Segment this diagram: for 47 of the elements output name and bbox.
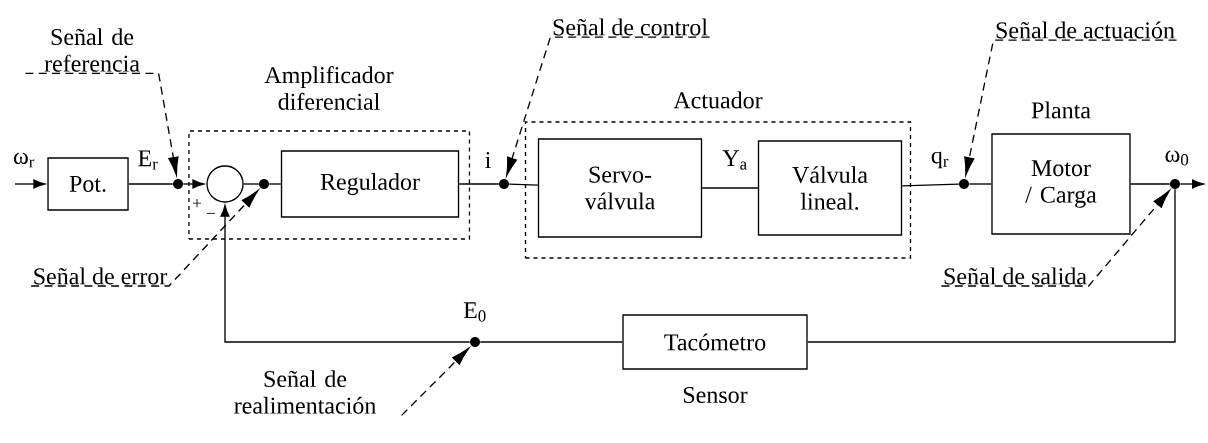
leader-line <box>30 190 259 287</box>
leader-line <box>940 190 1170 287</box>
signal-line <box>128 183 174 185</box>
sign-label: − <box>207 212 216 214</box>
leader-line <box>506 36 711 176</box>
leader-line <box>400 347 470 417</box>
sign-label: + <box>193 199 202 208</box>
signal-label: i <box>485 152 491 168</box>
callout-text: Señal de error <box>34 267 168 285</box>
block-box: Tacómetro <box>622 314 808 370</box>
signal-label: ω$_{r}$ <box>13 152 35 168</box>
signal-label: q$_{r}$ <box>931 151 949 169</box>
signal-arrow <box>220 204 471 343</box>
signal-line <box>807 188 1176 343</box>
signal-line <box>479 341 623 343</box>
block-box: Válvula lineal. <box>757 140 903 236</box>
callout-text: Señal de salida <box>944 267 1087 285</box>
signal-label: Y$_{a}$ <box>722 150 747 170</box>
group-heading: Actuador <box>673 91 763 109</box>
summing-circle <box>206 165 244 203</box>
group-heading: Amplificador diferencial <box>264 66 394 110</box>
block-box: Motor / Carga <box>991 133 1131 235</box>
callout-text: Señal de referencia <box>44 28 140 72</box>
leader-line <box>964 39 1178 176</box>
signal-line <box>508 183 539 186</box>
signal-line <box>968 183 992 185</box>
signal-label: E$_{r}$ <box>138 150 158 170</box>
signal-line <box>458 183 500 185</box>
signal-arrow <box>182 179 205 189</box>
callout-text: Señal de control <box>553 18 708 36</box>
signal-label: E$_{0}$ <box>463 302 486 322</box>
block-box: Servo- válvula <box>537 138 703 238</box>
block-heading: Planta <box>1031 101 1091 119</box>
leader-line <box>24 72 179 176</box>
signal-line <box>268 183 282 185</box>
block-box: Regulador <box>280 150 460 218</box>
signal-line <box>243 183 260 185</box>
block-box: Pot. <box>47 157 129 211</box>
signal-line <box>701 187 759 189</box>
signal-arrow <box>1179 179 1204 189</box>
callout-text: Señal de realimentación <box>234 370 376 414</box>
signal-line <box>1130 183 1171 185</box>
signal-line <box>901 183 960 187</box>
signal-arrow <box>14 179 46 189</box>
signal-label: ω$_{0}$ <box>1165 150 1189 166</box>
callout-text: Señal de actuación <box>996 21 1175 39</box>
block-caption: Sensor <box>683 386 748 404</box>
